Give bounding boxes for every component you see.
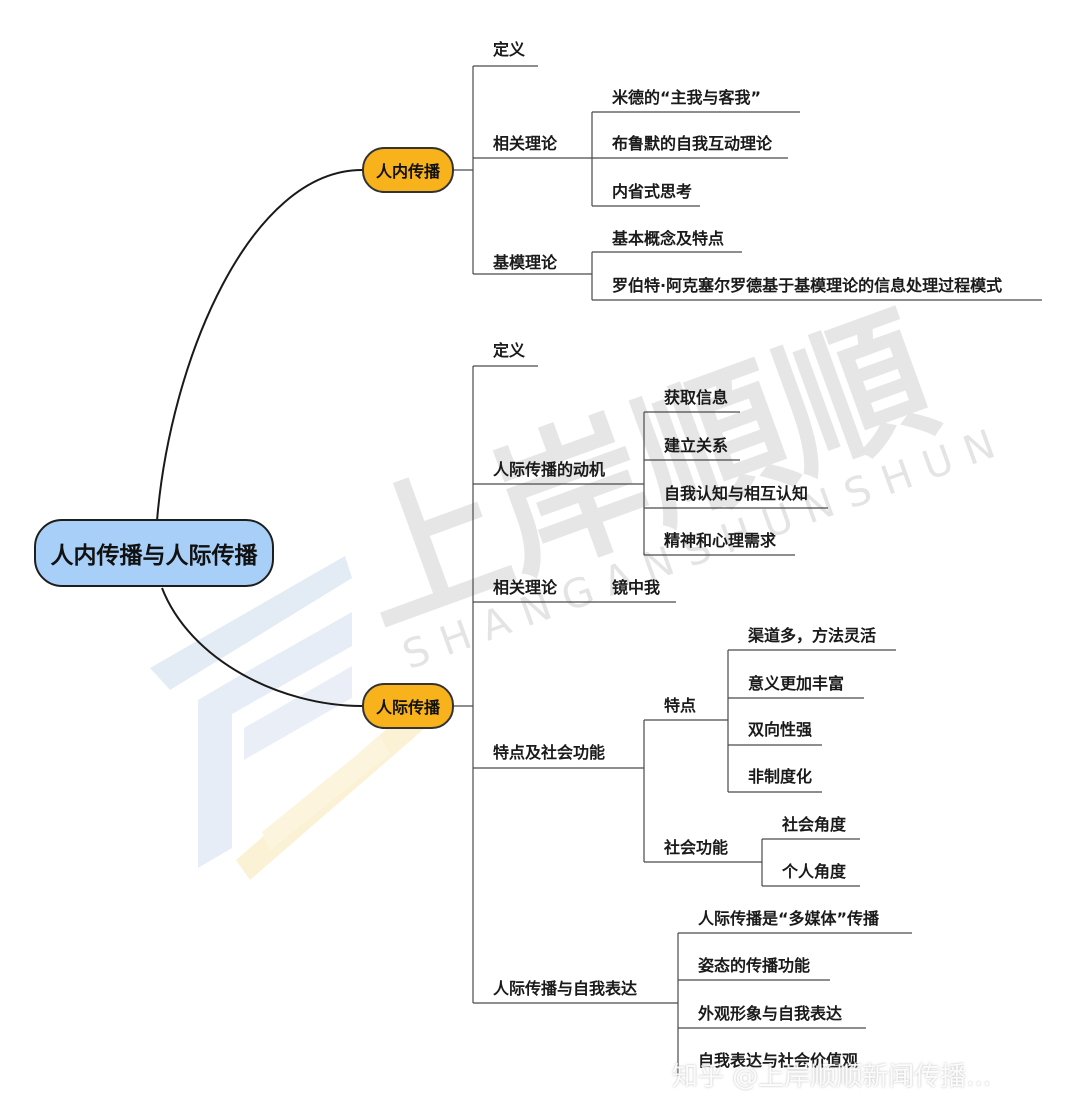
inter-social-function[interactable]: 社会功能 (664, 838, 729, 857)
inter-social-perspective[interactable]: 社会角度 (782, 815, 847, 834)
inter-expression-values[interactable]: 自我表达与社会价值观 (698, 1051, 859, 1070)
inter-motive[interactable]: 人际传播的动机 (493, 460, 606, 479)
intra-schema-theory[interactable]: 基模理论 (493, 253, 558, 272)
inter-motive-relation[interactable]: 建立关系 (664, 436, 729, 455)
inter-feature-function[interactable]: 特点及社会功能 (493, 743, 606, 762)
inter-self-expression[interactable]: 人际传播与自我表达 (493, 979, 638, 998)
intra-related-theory[interactable]: 相关理论 (493, 134, 558, 153)
watermark-logo-icon (150, 556, 432, 880)
intra-schema-axelrod[interactable]: 罗伯特·阿克塞尔罗德基于基模理论的信息处理过程模式 (612, 276, 1003, 295)
inter-expression-appearance[interactable]: 外观形象与自我表达 (698, 1004, 843, 1023)
inter-feature-informal[interactable]: 非制度化 (748, 767, 813, 786)
inter-expression-posture[interactable]: 姿态的传播功能 (698, 956, 811, 975)
inter-theory-looking-glass[interactable]: 镜中我 (612, 578, 661, 597)
inter-feature-meaning[interactable]: 意义更加丰富 (748, 674, 845, 693)
watermark-footer: 知乎 @上岸顺顺新闻传播... (672, 1062, 992, 1092)
branch-interpersonal[interactable]: 人际传播 (362, 683, 454, 729)
inter-features[interactable]: 特点 (664, 696, 697, 715)
inter-feature-channels[interactable]: 渠道多，方法灵活 (748, 626, 877, 645)
inter-motive-info[interactable]: 获取信息 (664, 388, 729, 407)
intra-theory-introspection[interactable]: 内省式思考 (612, 182, 693, 201)
inter-motive-psych[interactable]: 精神和心理需求 (664, 531, 777, 550)
intra-theory-mead[interactable]: 米德的“主我与客我” (612, 88, 762, 107)
inter-definition[interactable]: 定义 (493, 341, 526, 360)
root-node[interactable]: 人内传播与人际传播 (34, 519, 274, 587)
inter-feature-twoway[interactable]: 双向性强 (748, 720, 813, 739)
branch-intrapersonal[interactable]: 人内传播 (362, 147, 454, 193)
inter-expression-multimedia[interactable]: 人际传播是“多媒体”传播 (698, 909, 880, 928)
intra-definition[interactable]: 定义 (493, 40, 526, 59)
inter-individual-perspective[interactable]: 个人角度 (782, 862, 847, 881)
intra-schema-concept[interactable]: 基本概念及特点 (612, 229, 725, 248)
inter-motive-cognition[interactable]: 自我认知与相互认知 (664, 484, 809, 503)
intra-theory-blumer[interactable]: 布鲁默的自我互动理论 (612, 134, 773, 153)
inter-related-theory[interactable]: 相关理论 (493, 578, 558, 597)
